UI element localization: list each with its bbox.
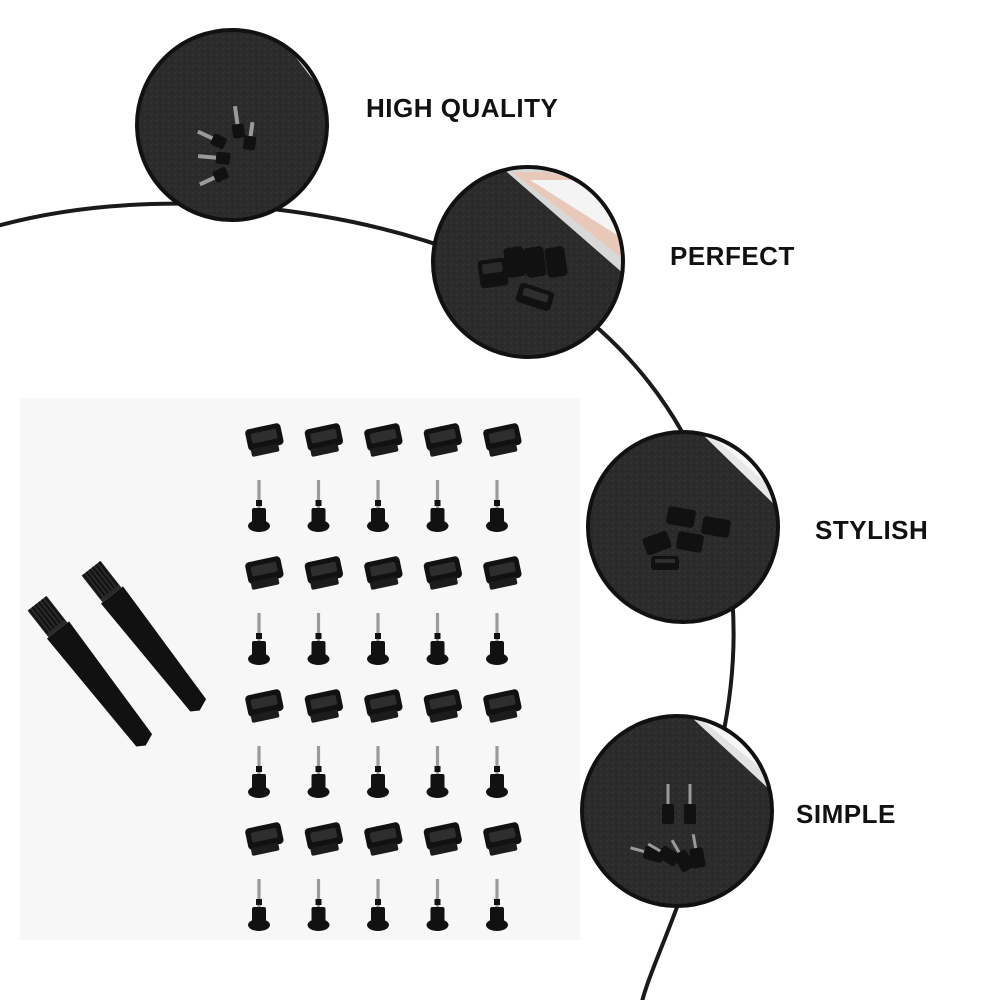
cleaning-brush-icon [27, 595, 153, 747]
feature-circle-perfect [431, 165, 625, 359]
cleaning-brush-icon [81, 560, 207, 712]
usb-c-caps-icon [477, 246, 568, 312]
feature-label-simple: SIMPLE [796, 799, 896, 829]
feature-label-stylish: STYLISH [815, 515, 929, 545]
feature-label-perfect: PERFECT [670, 241, 795, 271]
feature-label-high-quality: HIGH QUALITY [366, 93, 559, 123]
pin-plugs-icon [197, 105, 257, 187]
feature-circle-stylish [586, 430, 780, 624]
product-panel [20, 398, 580, 940]
earphone-plugs-icon [630, 784, 706, 872]
micro-usb-caps-icon [642, 506, 731, 570]
feature-circle-simple [580, 714, 774, 908]
feature-circle-high-quality [135, 28, 329, 222]
